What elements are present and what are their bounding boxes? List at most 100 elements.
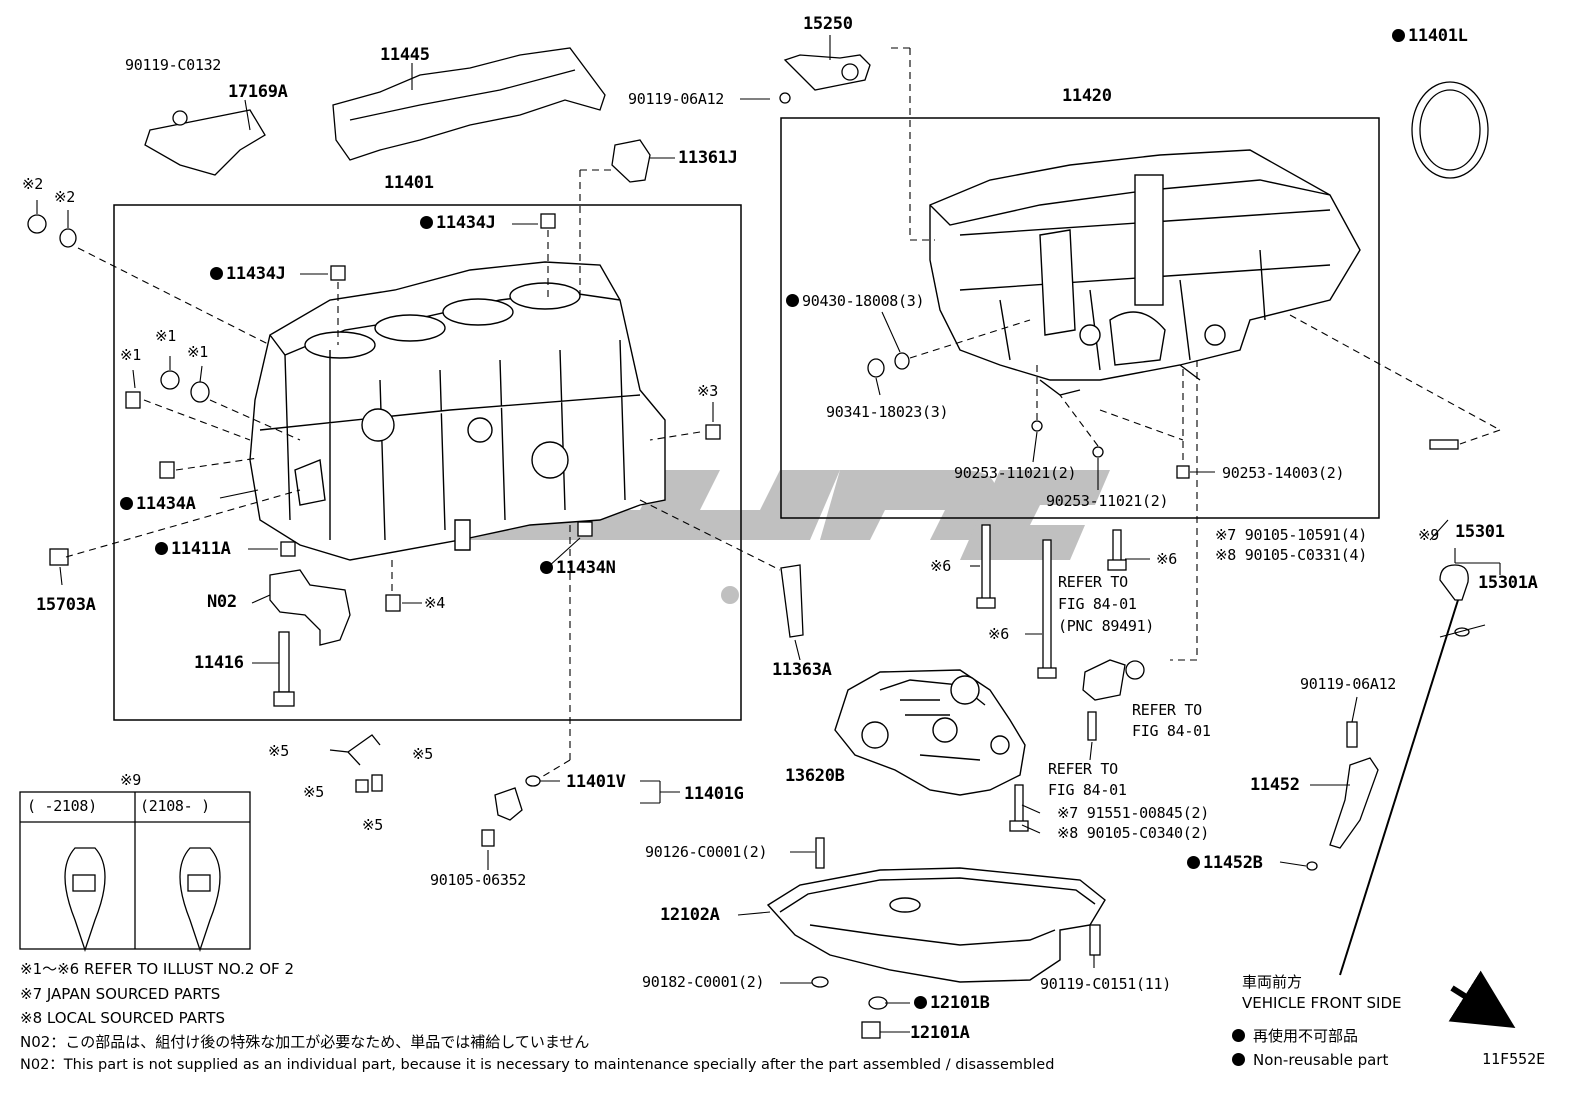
leader-lines <box>36 35 1501 1033</box>
mark-1-a: ※1 <box>120 346 141 364</box>
label-text: 11434J <box>226 264 286 284</box>
oil-pump-drawing <box>834 669 1026 796</box>
non-reusable-dot-icon <box>1232 1029 1245 1042</box>
label-11434J-a: 11434J <box>420 215 496 232</box>
label-text: 11401L <box>1408 26 1468 46</box>
label-text: 11434N <box>556 558 616 578</box>
non-reusable-dot-icon <box>155 542 168 555</box>
mark-8: ※8 <box>1057 824 1078 842</box>
label-90182-C0001: 90182-C0001(2) <box>642 973 765 991</box>
refer-pnc-1: (PNC 89491) <box>1058 617 1155 635</box>
label-text: 11452B <box>1203 853 1263 873</box>
legend-table-lines <box>19 791 251 950</box>
label-text: 11411A <box>171 539 231 559</box>
note-japan-sourced: ※7 JAPAN SOURCED PARTS <box>20 985 221 1003</box>
non-reusable-dot-icon <box>786 294 799 307</box>
non-reusable-dot-icon <box>1392 29 1405 42</box>
front-side-en: VEHICLE FRONT SIDE <box>1242 994 1402 1012</box>
key-non-reusable-en: Non-reusable part <box>1232 1053 1388 1068</box>
label-11434J-b: 11434J <box>210 266 286 283</box>
label-90105-10591: ※7 90105-10591(4) <box>1215 528 1367 543</box>
refer-to-3: REFER TO <box>1048 760 1118 778</box>
label-90253-11021-b: 90253-11021(2) <box>1046 492 1169 510</box>
label-text: 90105-C0331(4) <box>1244 546 1368 564</box>
mark-6-a: ※6 <box>930 557 951 575</box>
label-text: 90105-10591(4) <box>1244 526 1368 544</box>
mark-8: ※8 <box>1215 546 1236 564</box>
label-text: 11434A <box>136 494 196 514</box>
label-90253-11021-a: 90253-11021(2) <box>954 464 1077 482</box>
label-15301A: 15301A <box>1478 573 1538 593</box>
legend-col-after: (2108- ) <box>140 797 210 815</box>
label-text: 11434J <box>436 213 496 233</box>
label-90105-06352: 90105-06352 <box>430 871 527 889</box>
label-12102A: 12102A <box>660 905 720 925</box>
mark-2-a: ※2 <box>22 175 43 193</box>
label-15250: 15250 <box>803 14 853 34</box>
mark-4: ※4 <box>424 594 445 612</box>
non-reusable-dot-icon <box>540 561 553 574</box>
label-17169A: 17169A <box>228 82 288 102</box>
label-90253-14003: 90253-14003(2) <box>1222 464 1345 482</box>
mark-3: ※3 <box>697 382 718 400</box>
label-N02: N02 <box>207 592 237 612</box>
label-11401V: 11401V <box>566 772 626 792</box>
mark-5-a: ※5 <box>268 742 289 760</box>
mark-1-c: ※1 <box>187 343 208 361</box>
label-90430-18008: 90430-18008(3) <box>786 292 925 310</box>
refer-fig-1: FIG 84-01 <box>1058 595 1137 613</box>
label-text: 91551-00845(2) <box>1086 804 1210 822</box>
label-90119-06A12-top: 90119-06A12 <box>628 90 725 108</box>
note-refer-illust: ※1～※6 REFER TO ILLUST NO.2 OF 2 <box>20 960 294 978</box>
refer-to-1: REFER TO <box>1058 573 1128 591</box>
label-11452: 11452 <box>1250 775 1300 795</box>
mark-6-c: ※6 <box>988 625 1009 643</box>
refer-fig-3: FIG 84-01 <box>1048 781 1127 799</box>
mark-5-c: ※5 <box>303 783 324 801</box>
label-90119-C0132: 90119-C0132 <box>125 56 222 74</box>
mark-2-b: ※2 <box>54 188 75 206</box>
mark-9-dipstick: ※9 <box>1418 526 1439 544</box>
small-parts <box>27 47 1489 1039</box>
label-90105-C0331: ※8 90105-C0331(4) <box>1215 548 1367 563</box>
front-side-jp: 車両前方 <box>1242 973 1303 991</box>
mark-7: ※7 <box>1057 804 1078 822</box>
label-11411A: 11411A <box>155 541 231 558</box>
document-id: 11F552E <box>1482 1050 1546 1068</box>
note-local-sourced: ※8 LOCAL SOURCED PARTS <box>20 1009 225 1027</box>
mark-1-b: ※1 <box>155 327 176 345</box>
label-11434N: 11434N <box>540 560 616 577</box>
key-non-reusable-jp: 再使用不可部品 <box>1232 1029 1358 1044</box>
engine-block-frame <box>113 204 742 721</box>
legend-col-before: ( -2108) <box>27 797 97 815</box>
mark-6-b: ※6 <box>1156 550 1177 568</box>
label-12101B: 12101B <box>914 995 990 1012</box>
non-reusable-dot-icon <box>210 267 223 280</box>
label-11401: 11401 <box>384 173 434 193</box>
oil-pan-upper-drawing <box>929 149 1361 396</box>
label-12101A: 12101A <box>910 1023 970 1043</box>
label-11361J: 11361J <box>678 148 738 168</box>
key-text: 再使用不可部品 <box>1253 1027 1359 1045</box>
non-reusable-dot-icon <box>420 216 433 229</box>
label-90119-06A12-right: 90119-06A12 <box>1300 675 1397 693</box>
label-90126-C0001: 90126-C0001(2) <box>645 843 768 861</box>
label-11452B: 11452B <box>1187 855 1263 872</box>
label-text: 90430-18008(3) <box>802 292 925 310</box>
label-11445: 11445 <box>380 45 430 65</box>
label-90119-C0151: 90119-C0151(11) <box>1040 975 1171 993</box>
oil-pan-lower-drawing <box>766 867 1106 983</box>
engine-block-drawing <box>249 261 666 561</box>
non-reusable-dot-icon <box>120 497 133 510</box>
label-90105-C0340: ※8 90105-C0340(2) <box>1057 826 1209 841</box>
refer-fig-2: FIG 84-01 <box>1132 722 1211 740</box>
oil-pan-upper-frame <box>780 117 1380 519</box>
dashed-lines <box>65 47 1501 779</box>
mark-7: ※7 <box>1215 526 1236 544</box>
label-11401L: 11401L <box>1392 28 1468 45</box>
label-11401G: 11401G <box>684 784 744 804</box>
label-text: 90105-C0340(2) <box>1086 824 1210 842</box>
note-n02-english: N02：This part is not supplied as an indi… <box>20 1057 1055 1073</box>
non-reusable-dot-icon <box>1232 1053 1245 1066</box>
